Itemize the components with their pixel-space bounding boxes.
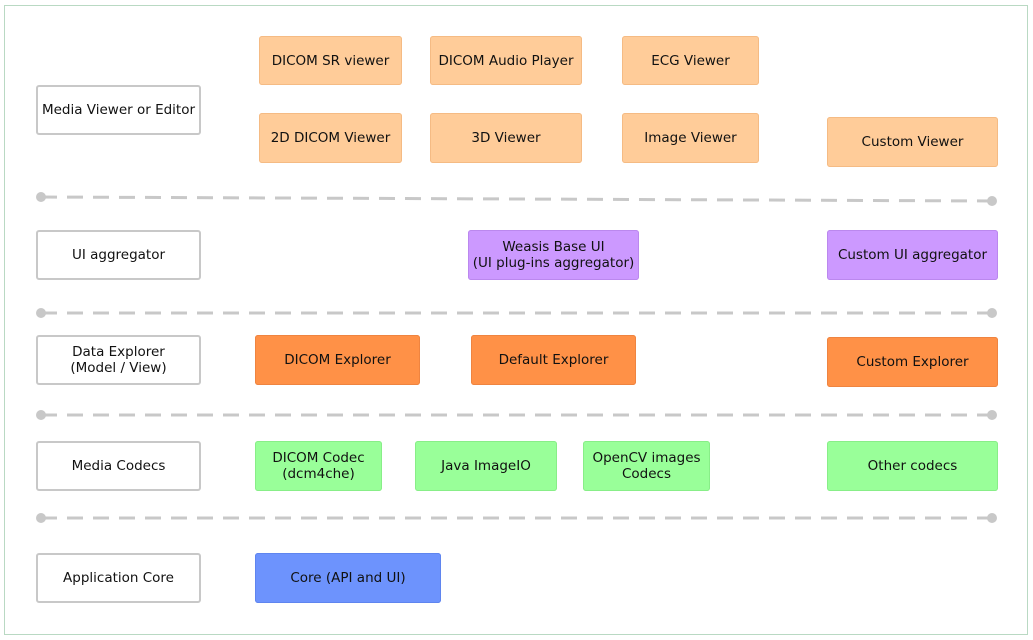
dicom-explorer-box: DICOM Explorer [255, 335, 420, 385]
diagram-frame [4, 5, 1028, 635]
core-api-ui-box: Core (API and UI) [255, 553, 441, 603]
layer-label-application-core: Application Core [36, 553, 201, 603]
dicom-codec-box: DICOM Codec (dcm4che) [255, 441, 382, 491]
layer-label-media-codecs: Media Codecs [36, 441, 201, 491]
ecg-viewer-box: ECG Viewer [622, 36, 759, 85]
2d-dicom-viewer-box: 2D DICOM Viewer [259, 113, 402, 163]
separator-4 [36, 513, 997, 523]
separator-2 [36, 308, 997, 318]
weasis-base-ui-box: Weasis Base UI (UI plug-ins aggregator) [468, 230, 639, 280]
image-viewer-box: Image Viewer [622, 113, 759, 163]
other-codecs-box: Other codecs [827, 441, 998, 491]
3d-viewer-box: 3D Viewer [430, 113, 582, 163]
dicom-sr-viewer-box: DICOM SR viewer [259, 36, 402, 85]
layer-label-ui-aggregator: UI aggregator [36, 230, 201, 280]
opencv-codecs-box: OpenCV images Codecs [583, 441, 710, 491]
layer-label-data-explorer: Data Explorer (Model / View) [36, 335, 201, 385]
default-explorer-box: Default Explorer [471, 335, 636, 385]
separator-3 [36, 410, 997, 420]
java-imageio-box: Java ImageIO [415, 441, 557, 491]
custom-explorer-box: Custom Explorer [827, 337, 998, 387]
custom-viewer-box: Custom Viewer [827, 117, 998, 167]
custom-ui-aggregator-box: Custom UI aggregator [827, 230, 998, 280]
layer-label-media-viewer: Media Viewer or Editor [36, 85, 201, 135]
separator-1 [36, 192, 997, 206]
dicom-audio-player-box: DICOM Audio Player [430, 36, 582, 85]
